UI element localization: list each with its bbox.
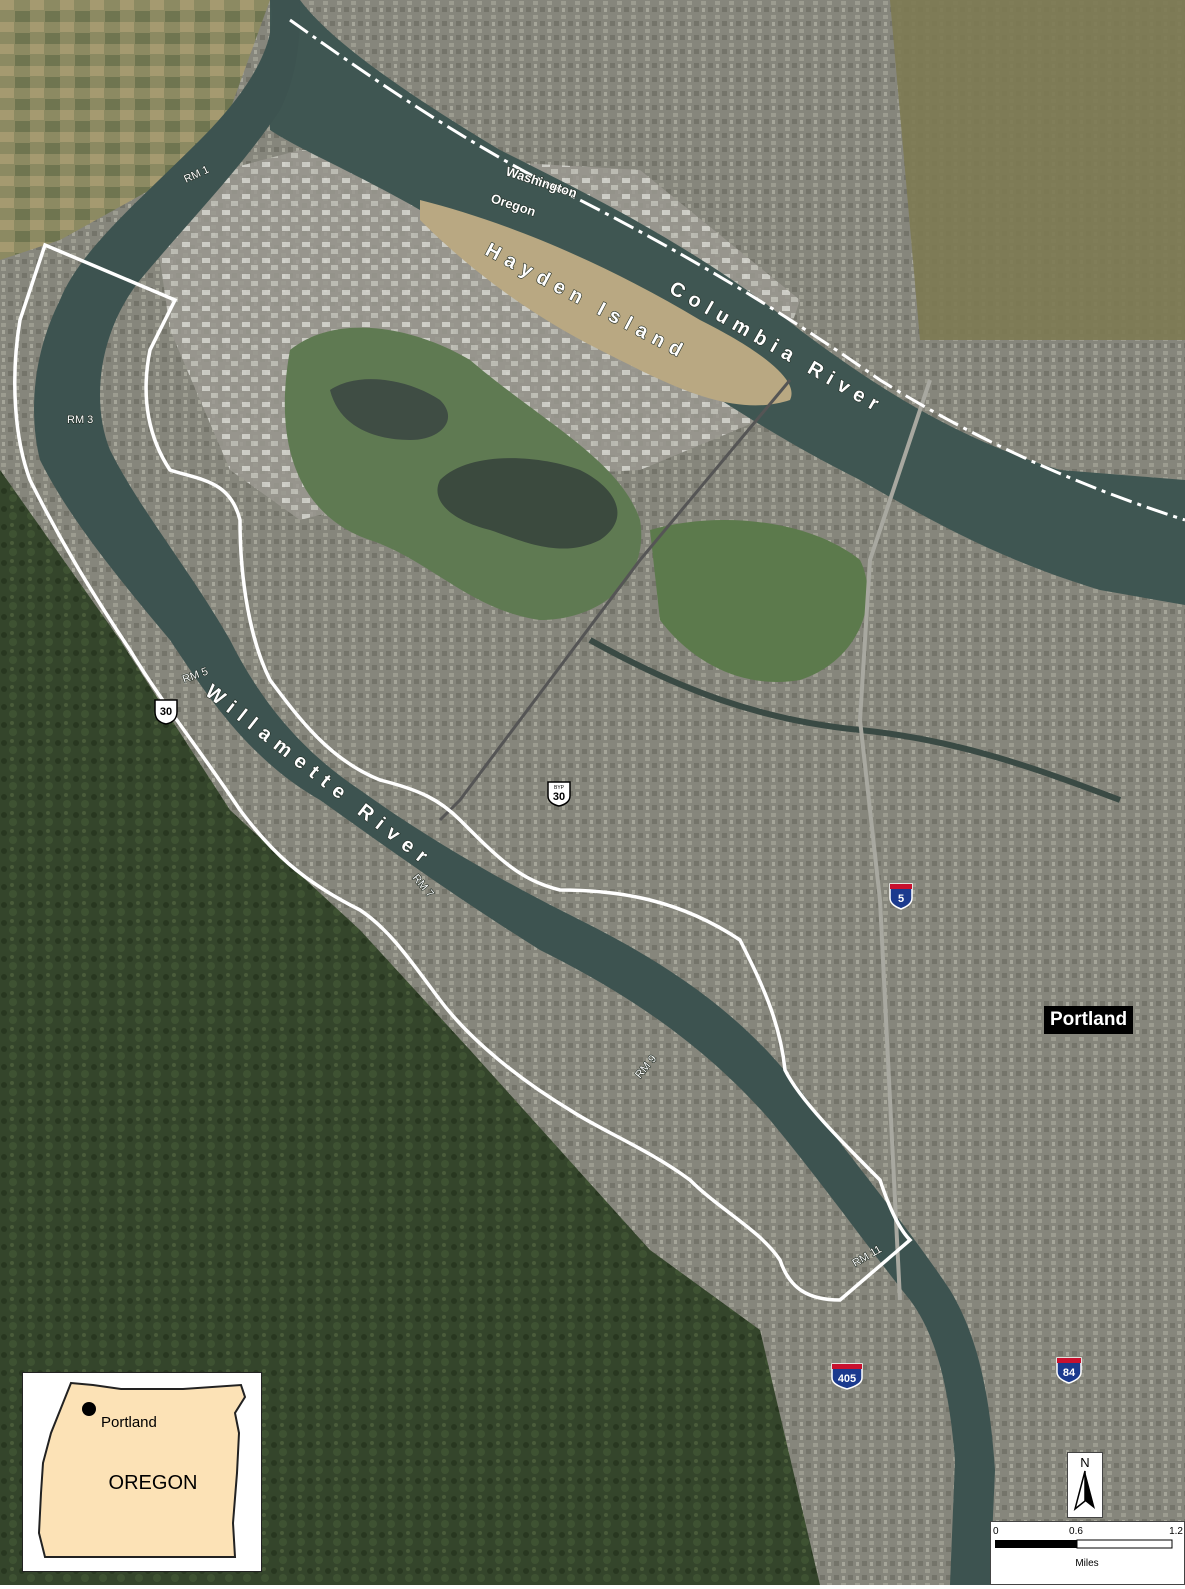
i5-corridor [857,379,932,1301]
interstate-84-shield: 84 [1056,1357,1082,1384]
columbia-river [270,0,1185,605]
north-label: N [1080,1455,1089,1470]
west-hills [0,470,820,1585]
north-fields [890,0,1185,340]
svg-text:405: 405 [838,1373,856,1385]
portland-city-label: Portland [1044,1006,1134,1034]
inset-oregon-label: OREGON [109,1472,198,1494]
us-30-bypass-shield: BYP 30 [547,781,571,807]
hayden-island [420,200,792,406]
smith-lake [437,458,618,549]
golf-course [650,520,868,682]
interstate-5-shield: 5 [889,883,913,910]
us-30-shield-west: 30 [154,699,178,725]
interstate-405-shield: 405 [831,1363,863,1390]
scale-bar: 0 0.6 1.2 Miles [990,1521,1185,1585]
north-arrow: N [1067,1452,1103,1518]
svg-text:84: 84 [1063,1367,1076,1379]
state-line [289,18,1185,522]
inset-portland-label: Portland [101,1414,157,1431]
svg-text:30: 30 [553,791,565,803]
oregon-inset-map: Portland OREGON [22,1372,262,1572]
scale-tick-end: 1.2 [1169,1526,1183,1537]
north-arrow-icon [1085,1471,1095,1509]
scale-tick-0: 0 [993,1526,999,1537]
river-mile-label: RM 3 [67,414,93,426]
scale-tick-mid: 0.6 [1069,1526,1083,1537]
scale-unit: Miles [1075,1558,1098,1569]
bybee-lake [330,379,449,440]
oregon-outline: Portland OREGON [37,1381,247,1558]
portland-location-dot [82,1402,96,1416]
svg-text:BYP: BYP [554,785,565,791]
study-area-boundary [13,242,913,1302]
svg-text:30: 30 [160,706,172,718]
farmland [0,0,270,260]
svg-text:5: 5 [898,893,904,905]
